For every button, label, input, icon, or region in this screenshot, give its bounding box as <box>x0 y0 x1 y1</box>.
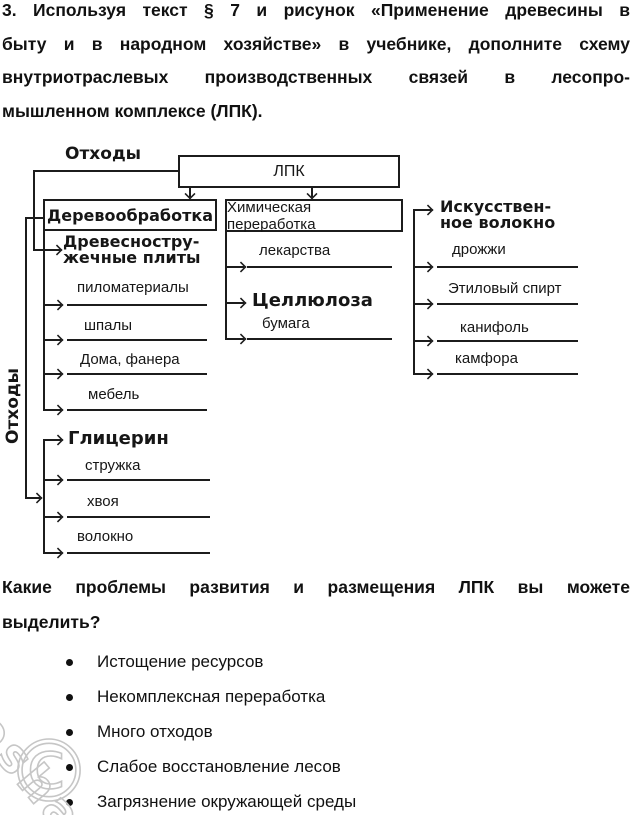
answer-blank-line <box>247 338 392 340</box>
fiber-header-arrow <box>413 209 431 211</box>
answer-blank-line <box>437 303 578 305</box>
fiber-item-arrow <box>413 266 431 268</box>
lpk-to-chemical-arrow <box>311 188 313 197</box>
problem-item: Некомплексная переработка <box>66 687 626 707</box>
chemical-item-label: лекарства <box>259 242 331 259</box>
fiber-item-label: канифоль <box>460 319 529 336</box>
fiber-item-arrow <box>413 340 431 342</box>
glycerin-item-label: стружка <box>85 457 141 474</box>
wood-item-label: мебель <box>88 386 140 403</box>
waste-top-connector-line <box>33 170 179 172</box>
problem-item: Загрязнение окружающей среды <box>66 792 626 812</box>
lpk-to-wood-arrow <box>189 188 191 197</box>
fiber-header-line-2: ное волокно <box>440 213 556 232</box>
problem-text: Много отходов <box>97 722 213 741</box>
glycerin-item-arrow <box>43 516 61 518</box>
glycerin-bracket-line <box>43 439 45 553</box>
fiber-bracket-line <box>413 209 415 375</box>
wood-bracket-line <box>43 231 45 411</box>
glycerin-header-arrow <box>43 439 61 441</box>
answer-blank-line <box>67 373 207 375</box>
problem-text: Некомплексная переработка <box>97 687 326 706</box>
chemical-bracket-line <box>225 232 227 339</box>
fiber-item-label: дрожжи <box>452 241 506 258</box>
waste-outer-vertical-line <box>25 217 27 499</box>
glycerin-item-label: волокно <box>77 528 134 545</box>
chemical-box-label: Химическая переработка <box>227 198 316 233</box>
chemical-item-arrow <box>225 266 244 268</box>
task-heading: 3. Используя текст § 7 и рисунок «Примен… <box>2 0 630 128</box>
waste-outer-stub-line <box>25 217 43 219</box>
answer-blank-line <box>67 552 210 554</box>
answer-blank-line <box>67 479 210 481</box>
answer-blank-line <box>437 266 578 268</box>
question-line-1: Какие проблемы развития и размещения ЛПК… <box>2 577 630 597</box>
glycerin-item-arrow <box>43 552 61 554</box>
wood-box-label: Деревообработка <box>46 205 214 225</box>
bullet-icon <box>66 659 73 666</box>
wood-item-arrow <box>43 304 61 306</box>
wood-item-label: Дома, фанера <box>80 351 180 368</box>
bullet-icon <box>66 764 73 771</box>
glycerin-item-label: хвоя <box>87 493 119 510</box>
lpk-label: ЛПК <box>273 162 305 180</box>
wood-item-arrow <box>43 339 61 341</box>
waste-to-glycerin-arrow <box>25 497 40 499</box>
fiber-item-label: камфора <box>455 350 518 367</box>
problem-item: Истощение ресурсов <box>66 652 626 672</box>
bullet-icon <box>66 729 73 736</box>
wood-item-arrow <box>43 373 61 375</box>
answer-blank-line <box>67 304 207 306</box>
answer-blank-line <box>67 339 207 341</box>
fiber-header-line-1: Искусствен- <box>440 197 552 216</box>
fiber-header: Искусствен- ное волокно <box>440 199 555 231</box>
task-heading-line-3: внутриотраслевых производственных связей… <box>2 67 630 87</box>
task-heading-line-1: 3. Используя текст § 7 и рисунок «Примен… <box>2 0 630 20</box>
problem-text: Слабое восстановление лесов <box>97 757 341 776</box>
glycerin-item-arrow <box>43 479 61 481</box>
problem-item: Много отходов <box>66 722 626 742</box>
problem-text: Истощение ресурсов <box>97 652 264 671</box>
lpk-box: ЛПК <box>178 155 400 188</box>
waste-side-label: Отходы <box>3 367 23 444</box>
bullet-icon <box>66 694 73 701</box>
watermark-copyright-icon: © <box>5 721 93 815</box>
chemical-item-label: бумага <box>262 315 310 332</box>
task-heading-line-4: мышленном комплексе (ЛПК). <box>2 100 263 121</box>
chipboard-answer-line-2: жечные плиты <box>63 248 201 267</box>
answer-blank-line <box>67 409 207 411</box>
wood-item-label: шпалы <box>84 317 133 334</box>
answer-blank-line <box>437 373 578 375</box>
fiber-item-label: Этиловый спирт <box>448 280 562 297</box>
waste-top-label: Отходы <box>65 144 142 164</box>
glycerin-header: Глицерин <box>68 428 169 449</box>
task-heading-line-2: быту и в народном хозяйстве» в учебнике,… <box>2 33 630 54</box>
waste-to-chipboard-arrow <box>33 249 60 251</box>
waste-left-connector-line <box>33 170 35 251</box>
cellulose-header-arrow <box>225 302 244 304</box>
question-line-2: выделить? <box>2 612 101 632</box>
chipboard-answer: Древесностру- жечные плиты <box>63 234 200 266</box>
chemical-item-arrow <box>225 338 244 340</box>
fiber-item-arrow <box>413 373 431 375</box>
chipboard-answer-line-1: Древесностру- <box>63 232 200 251</box>
answer-blank-line <box>67 516 210 518</box>
wood-item-label: пиломатериалы <box>77 279 189 296</box>
question: Какие проблемы развития и размещения ЛПК… <box>2 570 630 640</box>
cellulose-header: Целлюлоза <box>252 290 373 311</box>
wood-item-arrow <box>43 409 61 411</box>
fiber-item-arrow <box>413 303 431 305</box>
answer-blank-line <box>437 340 578 342</box>
wood-box: Деревообработка <box>43 199 217 231</box>
problem-text: Загрязнение окружающей среды <box>97 792 357 811</box>
problem-item: Слабое восстановление лесов <box>66 757 626 777</box>
answer-blank-line <box>247 266 392 268</box>
chemical-box: Химическая переработка <box>225 198 403 233</box>
bullet-icon <box>66 799 73 806</box>
